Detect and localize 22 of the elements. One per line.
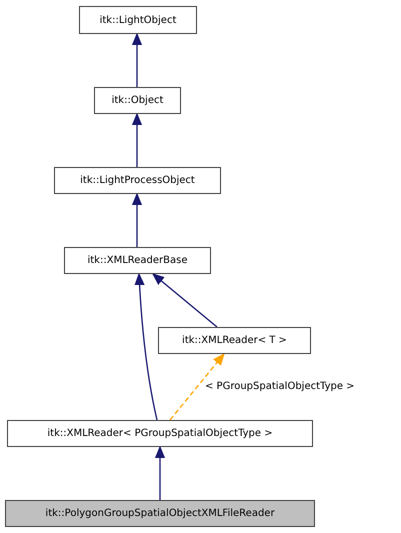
class-box bbox=[7, 420, 313, 447]
class-box bbox=[64, 247, 211, 274]
class-name: itk::LightObject bbox=[100, 14, 176, 26]
arrow bbox=[132, 194, 142, 247]
class-name: itk::XMLReader< T > bbox=[182, 335, 287, 346]
class-name: itk::XMLReader< PGroupSpatialObjectType > bbox=[47, 428, 273, 439]
arrow bbox=[132, 114, 142, 167]
class-name: itk::LightProcessObject bbox=[80, 175, 195, 186]
class-box bbox=[94, 87, 181, 114]
class-box bbox=[5, 500, 315, 527]
arrow bbox=[155, 446, 165, 500]
class-box bbox=[158, 327, 311, 354]
class-name: itk::Object bbox=[112, 95, 164, 106]
edge-label: < PGroupSpatialObjectType > bbox=[205, 381, 355, 393]
class-box bbox=[54, 167, 221, 194]
dashed-arrow bbox=[170, 354, 224, 420]
class-name: itk::XMLReaderBase bbox=[87, 255, 188, 266]
arrow bbox=[152, 274, 218, 328]
arrow bbox=[134, 274, 158, 420]
class-box bbox=[79, 6, 197, 34]
class-name: itk::PolygonGroupSpatialObjectXMLFileReader bbox=[45, 508, 275, 519]
arrow bbox=[132, 34, 142, 87]
